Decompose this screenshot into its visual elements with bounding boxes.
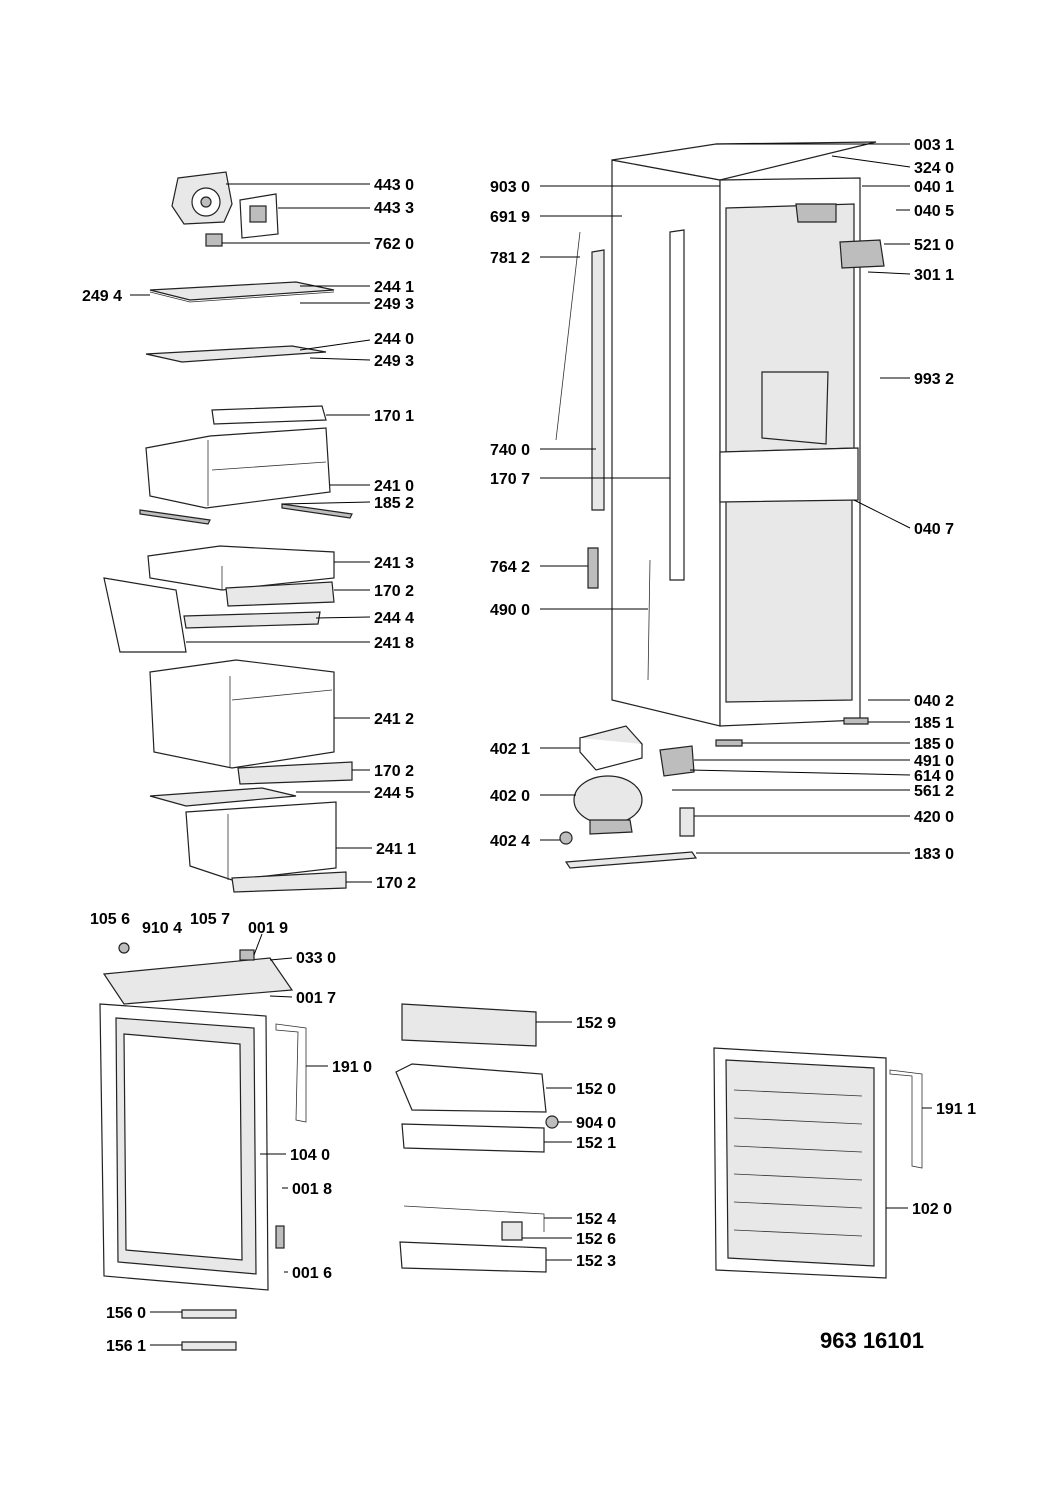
part-label: 185 1 [914, 715, 954, 732]
part-label: 156 1 [106, 1338, 146, 1355]
part-label: 910 4 [142, 920, 182, 937]
part-label: 903 0 [490, 179, 530, 196]
part-label: 170 2 [376, 875, 416, 892]
part-label: 993 2 [914, 371, 954, 388]
drawer-241-2-drawing [149, 659, 353, 785]
part-label: 402 0 [490, 788, 530, 805]
part-label: 003 1 [914, 137, 954, 154]
part-label: 183 0 [914, 846, 954, 863]
part-label: 040 7 [914, 521, 954, 538]
part-label: 170 1 [374, 408, 414, 425]
part-label: 764 2 [490, 559, 530, 576]
part-label: 170 2 [374, 763, 414, 780]
part-label: 001 9 [248, 920, 288, 937]
part-label: 152 0 [576, 1081, 616, 1098]
part-label: 614 0 [914, 768, 954, 785]
part-label: 420 0 [914, 809, 954, 826]
leader-lines [130, 143, 932, 1346]
shelf-glass-drawing [145, 281, 335, 363]
part-label: 191 1 [936, 1101, 976, 1118]
part-label: 402 1 [490, 741, 530, 758]
part-label: 001 6 [292, 1265, 332, 1282]
part-label: 561 2 [914, 783, 954, 800]
part-label: 033 0 [296, 950, 336, 967]
part-label: 241 0 [374, 478, 414, 495]
part-label: 105 6 [90, 911, 130, 928]
part-label: 324 0 [914, 160, 954, 177]
part-label: 241 1 [376, 841, 416, 858]
part-label: 152 1 [576, 1135, 616, 1152]
part-label: 244 5 [374, 785, 414, 802]
part-label: 490 0 [490, 602, 530, 619]
part-label: 249 3 [374, 296, 414, 313]
part-label: 241 2 [374, 711, 414, 728]
part-label: 249 3 [374, 353, 414, 370]
part-label: 040 5 [914, 203, 954, 220]
door-bins-drawing [395, 1003, 559, 1273]
part-label: 244 1 [374, 279, 414, 296]
part-label: 156 0 [106, 1305, 146, 1322]
part-label: 001 8 [292, 1181, 332, 1198]
part-label: 170 2 [374, 583, 414, 600]
refrigerator-cabinet-drawing [555, 141, 885, 727]
part-label: 152 9 [576, 1015, 616, 1032]
fan-assembly-drawing [171, 171, 279, 247]
part-label: 001 7 [296, 990, 336, 1007]
part-label: 904 0 [576, 1115, 616, 1132]
part-label: 152 6 [576, 1231, 616, 1248]
part-label: 244 0 [374, 331, 414, 348]
crisper-drawer-top-drawing [139, 405, 353, 525]
part-number-labels: 443 0 443 3 762 0 249 4 244 1 249 3 244 … [82, 137, 976, 1355]
part-label: 491 0 [914, 753, 954, 770]
part-label: 402 4 [490, 833, 530, 850]
part-label: 102 0 [912, 1201, 952, 1218]
part-label: 781 2 [490, 250, 530, 267]
part-label: 740 0 [490, 442, 530, 459]
part-label: 762 0 [374, 236, 414, 253]
part-label: 244 4 [374, 610, 414, 627]
part-label: 301 1 [914, 267, 954, 284]
part-label: 185 0 [914, 736, 954, 753]
part-label: 249 4 [82, 288, 122, 305]
fridge-door-drawing [99, 1003, 307, 1351]
part-label: 443 0 [374, 177, 414, 194]
hinge-top-drawing [102, 942, 294, 1005]
compressor-area-drawing [559, 717, 869, 869]
part-label: 191 0 [332, 1059, 372, 1076]
part-label: 104 0 [290, 1147, 330, 1164]
part-label: 443 3 [374, 200, 414, 217]
part-label: 241 3 [374, 555, 414, 572]
freezer-door-drawing [713, 1047, 923, 1279]
drawer-241-1-drawing [149, 787, 347, 893]
part-label: 152 4 [576, 1211, 616, 1228]
part-label: 521 0 [914, 237, 954, 254]
part-label: 040 1 [914, 179, 954, 196]
part-label: 040 2 [914, 693, 954, 710]
part-label: 241 8 [374, 635, 414, 652]
part-label: 105 7 [190, 911, 230, 928]
drawer-241-3-drawing [103, 545, 335, 653]
document-number: 963 16101 [820, 1328, 924, 1353]
part-label: 170 7 [490, 471, 530, 488]
part-label: 152 3 [576, 1253, 616, 1270]
part-label: 185 2 [374, 495, 414, 512]
part-label: 691 9 [490, 209, 530, 226]
